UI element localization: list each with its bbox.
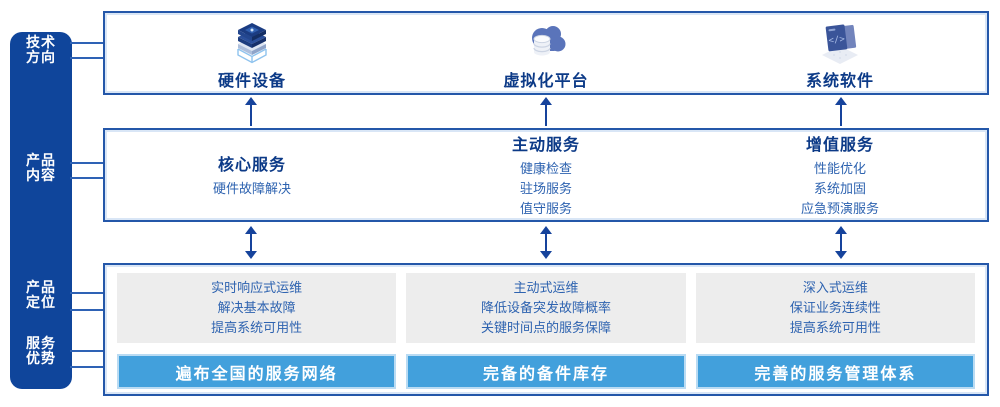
service-item: 性能优化 (813, 161, 866, 176)
positioning-panel: 主动式运维 降低设备突发故障概率 关键时间点的服务保障 (406, 273, 686, 343)
service-item: 健康检查 (519, 161, 572, 176)
advantage-bar-service-management: 完善的服务管理体系 (695, 354, 975, 389)
service-item: 系统加固 (813, 181, 866, 196)
sidebar-rail: 技术 方向 产品 内容 产品 定位 服务 优势 (10, 32, 72, 389)
connector-line (70, 309, 104, 311)
positioning-advantage-box: 实时响应式运维 解决基本故障 提高系统可用性 遍布全国的服务网络 主动式运维 降… (103, 263, 989, 396)
connector-line (70, 162, 104, 164)
sidebar-label-tech-direction: 技术 方向 (26, 34, 56, 65)
arrow-up-value (835, 97, 847, 126)
tech-column-system-software: </> 系统软件 (693, 13, 987, 93)
service-title-value-added: 增值服务 (805, 137, 874, 154)
connector-line (70, 292, 104, 294)
tech-column-virtualization: 虚拟化平台 (399, 13, 693, 93)
tech-label-virtualization: 虚拟化平台 (503, 73, 589, 90)
tech-label-system-software: 系统软件 (805, 73, 874, 90)
advantage-bar-spare-parts: 完备的备件库存 (406, 354, 686, 389)
service-item: 驻场服务 (519, 181, 572, 196)
service-title-core: 核心服务 (217, 157, 286, 174)
connector-line (70, 42, 104, 44)
positioning-column-proactive: 主动式运维 降低设备突发故障概率 关键时间点的服务保障 完备的备件库存 (406, 273, 686, 394)
service-column-core: 核心服务 硬件故障解决 (105, 130, 399, 220)
code-window-icon: </> (822, 24, 858, 64)
tech-column-hardware: 硬件设备 (105, 13, 399, 93)
product-content-box: 核心服务 硬件故障解决 主动服务 健康检查 驻场服务 值守服务 增值服务 性能优… (103, 128, 989, 222)
service-title-active: 主动服务 (511, 137, 580, 154)
sidebar-label-product-positioning: 产品 定位 (26, 279, 56, 310)
arrow-updown-active (540, 226, 552, 259)
service-item: 应急预演服务 (800, 201, 879, 216)
cloud-database-icon (532, 26, 566, 56)
positioning-panel: 实时响应式运维 解决基本故障 提高系统可用性 (117, 273, 397, 343)
arrow-updown-value (835, 226, 847, 259)
service-column-value-added: 增值服务 性能优化 系统加固 应急预演服务 (693, 130, 987, 220)
svg-text:</>: </> (828, 34, 846, 46)
server-stack-icon (237, 23, 267, 64)
service-column-active: 主动服务 健康检查 驻场服务 值守服务 (399, 130, 693, 220)
service-item: 硬件故障解决 (212, 181, 291, 196)
advantage-bar-service-network: 遍布全国的服务网络 (117, 354, 397, 389)
connector-line (70, 57, 104, 59)
positioning-column-indepth: 深入式运维 保证业务连续性 提高系统可用性 完善的服务管理体系 (695, 273, 975, 394)
service-item: 值守服务 (519, 201, 572, 216)
connector-line (70, 177, 104, 179)
tech-label-hardware: 硬件设备 (217, 73, 286, 90)
arrow-up-core (245, 97, 257, 126)
arrow-updown-core (245, 226, 257, 259)
positioning-panel: 深入式运维 保证业务连续性 提高系统可用性 (695, 273, 975, 343)
sidebar-label-product-content: 产品 内容 (26, 152, 56, 183)
positioning-column-realtime: 实时响应式运维 解决基本故障 提高系统可用性 遍布全国的服务网络 (117, 273, 397, 394)
arrow-up-active (540, 97, 552, 126)
tech-direction-box: 硬件设备 虚拟化平台 (103, 11, 989, 95)
sidebar-label-service-advantage: 服务 优势 (26, 335, 56, 366)
connector-line (70, 366, 104, 368)
connector-line (70, 350, 104, 352)
